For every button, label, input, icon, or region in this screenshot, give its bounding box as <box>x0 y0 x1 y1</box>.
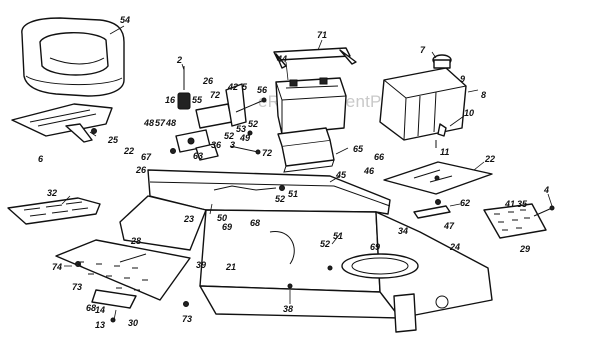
label-14: 14 <box>95 305 105 315</box>
label-52-bracket: 52 <box>224 131 234 141</box>
label-16: 16 <box>165 95 176 105</box>
foot-pad[interactable] <box>483 203 555 239</box>
label-50: 50 <box>217 213 227 223</box>
label-26-lower: 26 <box>135 165 147 175</box>
label-38: 38 <box>283 304 293 314</box>
label-11: 11 <box>440 147 449 157</box>
seat[interactable] <box>21 17 125 97</box>
label-10: 10 <box>464 108 474 118</box>
battery-tray[interactable] <box>277 127 335 173</box>
label-54: 54 <box>120 15 130 25</box>
label-9: 9 <box>460 74 465 84</box>
label-55: 55 <box>192 95 203 105</box>
label-23: 23 <box>183 214 194 224</box>
label-13: 13 <box>95 320 105 330</box>
label-52-frame: 52 <box>275 194 285 204</box>
label-36: 36 <box>211 140 222 150</box>
label-51-lower: 51 <box>333 231 343 241</box>
label-73-left: 73 <box>72 282 82 292</box>
label-25: 25 <box>107 135 119 145</box>
label-72-upper: 72 <box>210 90 220 100</box>
label-6: 6 <box>38 154 44 164</box>
label-69-frame: 69 <box>222 222 232 232</box>
battery[interactable] <box>275 77 347 135</box>
label-8: 8 <box>481 90 486 100</box>
label-53: 53 <box>236 124 246 134</box>
seat-mount-plate[interactable] <box>11 103 113 143</box>
label-52-upper: 52 <box>248 119 258 129</box>
label-2: 2 <box>176 55 182 65</box>
label-24: 24 <box>449 242 460 252</box>
label-62: 62 <box>460 198 470 208</box>
label-48-right: 48 <box>165 118 176 128</box>
label-74: 74 <box>52 262 62 272</box>
leader-lines <box>61 25 553 321</box>
label-68-deck: 68 <box>86 303 96 313</box>
label-66: 66 <box>374 152 385 162</box>
label-26-upper: 26 <box>202 76 214 86</box>
label-7: 7 <box>420 45 426 55</box>
label-46: 46 <box>363 166 375 176</box>
label-51-upper: 51 <box>288 189 298 199</box>
footrest-plate[interactable] <box>7 197 101 225</box>
label-22-left: 22 <box>123 146 134 156</box>
label-48-left: 48 <box>143 118 154 128</box>
label-69-lower: 69 <box>370 242 380 252</box>
label-52-lower: 52 <box>320 239 330 249</box>
label-42: 42 <box>227 82 238 92</box>
label-73-right: 73 <box>182 314 192 324</box>
label-57: 57 <box>155 118 166 128</box>
label-72-lower: 72 <box>262 148 272 158</box>
label-65: 65 <box>353 144 364 154</box>
label-39: 39 <box>196 260 206 270</box>
label-49: 49 <box>239 133 250 143</box>
label-44: 44 <box>276 54 287 64</box>
label-32: 32 <box>47 188 57 198</box>
fuel-tank[interactable] <box>379 54 467 148</box>
label-63: 63 <box>193 151 203 161</box>
label-22-right: 22 <box>484 154 495 164</box>
label-29: 29 <box>519 244 530 254</box>
label-47: 47 <box>443 221 455 231</box>
fender-support-plate[interactable] <box>383 161 493 219</box>
label-67: 67 <box>141 152 152 162</box>
label-4: 4 <box>543 185 549 195</box>
foot-deck[interactable] <box>55 239 191 323</box>
battery-hold-down[interactable] <box>273 47 357 69</box>
label-41: 41 <box>504 199 515 209</box>
label-21: 21 <box>225 262 236 272</box>
label-30: 30 <box>128 318 138 328</box>
label-3: 3 <box>230 140 235 150</box>
label-56: 56 <box>257 85 268 95</box>
label-35: 35 <box>517 199 528 209</box>
label-5: 5 <box>242 82 248 92</box>
main-frame[interactable] <box>119 169 493 333</box>
steering-bracket-assembly[interactable] <box>170 66 267 161</box>
label-68-frame: 68 <box>250 218 260 228</box>
label-71: 71 <box>317 30 327 40</box>
callout-labels: 54 6 25 2 16 55 26 42 5 56 72 48 57 48 5… <box>38 15 549 330</box>
label-28: 28 <box>130 236 141 246</box>
label-34: 34 <box>398 226 408 236</box>
label-45: 45 <box>335 170 347 180</box>
